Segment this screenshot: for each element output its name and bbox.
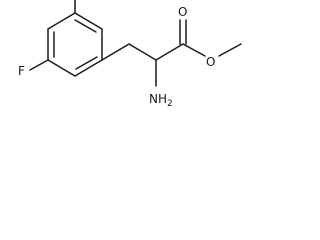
methoxy-bond [218,43,242,57]
ester-oxygen-bond [182,43,206,57]
chemical-structure: F NH2 O O [18,0,242,109]
amine-label-main: NH [149,92,167,106]
benzyl-bond [101,43,130,61]
ring-bond-1 [74,59,103,77]
benzene-ring [47,12,103,77]
fluorine-label: F [18,64,25,78]
ring-bond-3 [74,12,103,30]
ring-bond-4 [47,12,76,30]
ring-inner-bond-2 [74,19,97,33]
carbonyl-carbon-bond [155,43,184,61]
alpha-carbon-bond [128,43,157,61]
carbonyl-oxygen-label: O [178,5,187,19]
fluorine-bond [29,59,49,71]
amine-label: NH2 [149,92,173,109]
amine-label-subscript: 2 [167,99,173,109]
ring-inner-bond-1 [75,56,98,70]
ring-bond-6 [47,59,76,77]
ester-oxygen-label: O [206,55,215,69]
